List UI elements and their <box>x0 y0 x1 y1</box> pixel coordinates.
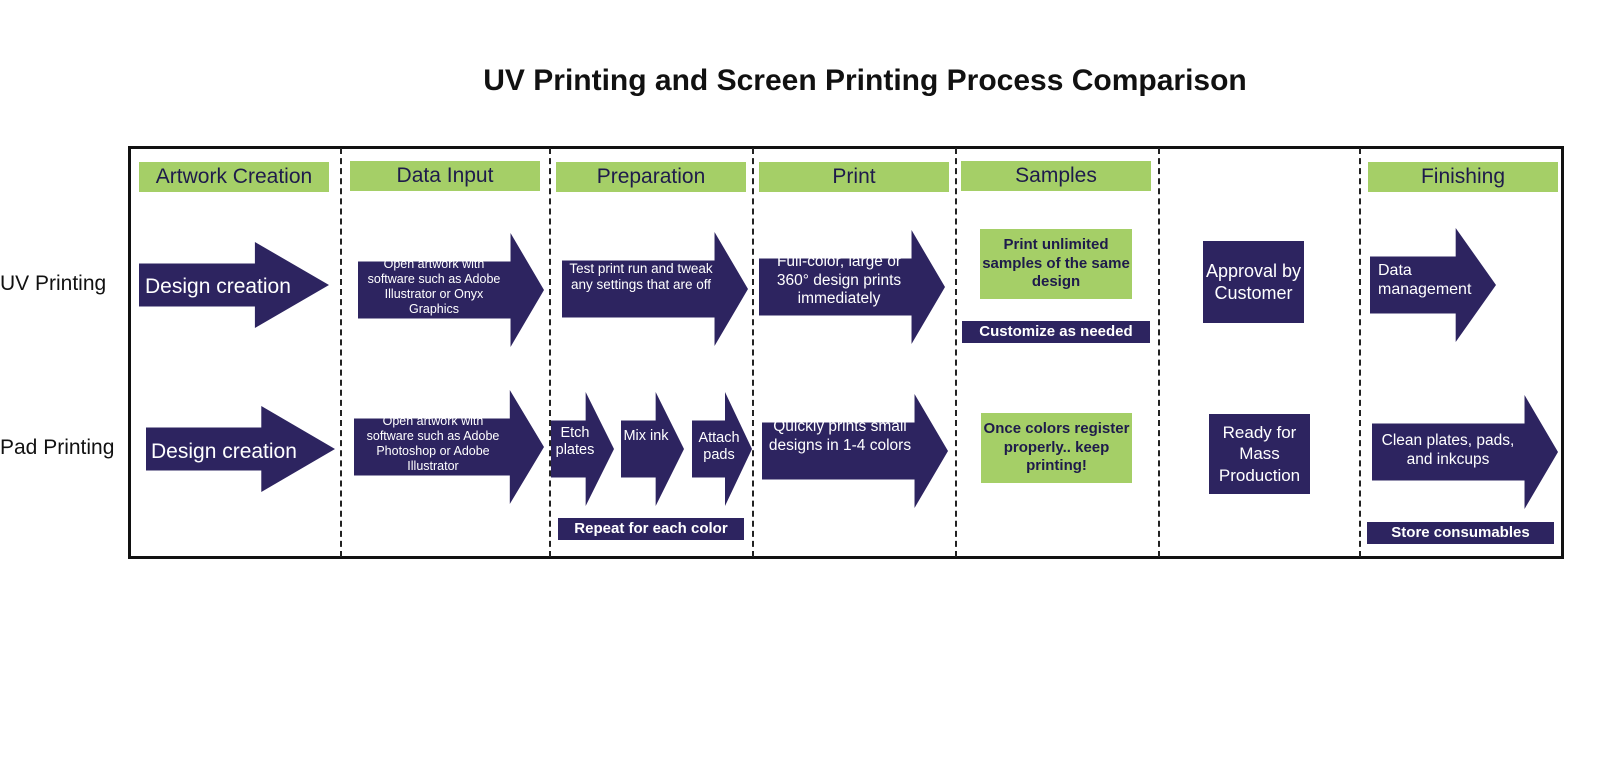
pad-mass-production-box: Ready for Mass Production <box>1209 414 1310 494</box>
comparison-frame <box>128 146 1564 559</box>
pad-samples-box: Once colors register properly.. keep pri… <box>981 413 1132 483</box>
row-label-pad-printing: Pad Printing <box>0 436 115 459</box>
header-preparation: Preparation <box>556 162 746 192</box>
uv-preparation-label: Test print run and tweak any settings th… <box>569 261 713 293</box>
row-label-uv-printing: UV Printing <box>0 272 107 295</box>
uv-customize-box: Customize as needed <box>962 321 1150 343</box>
pad-store-box: Store consumables <box>1367 522 1554 544</box>
header-print: Print <box>759 162 949 192</box>
diagram-title: UV Printing and Screen Printing Process … <box>483 64 1247 97</box>
uv-approval-box: Approval by Customer <box>1203 241 1304 323</box>
column-divider <box>1359 148 1361 557</box>
pad-finishing-label: Clean plates, pads, and inkcups <box>1381 432 1515 468</box>
column-divider <box>752 148 754 557</box>
column-divider <box>549 148 551 557</box>
column-divider <box>955 148 957 557</box>
pad-data-input-label: Open artwork with software such as Adobe… <box>366 414 500 473</box>
pad-etch-label: Etch plates <box>555 425 595 459</box>
uv-samples-box: Print unlimited samples of the same desi… <box>980 229 1132 299</box>
header-data-input: Data Input <box>350 161 540 191</box>
header-samples: Samples <box>961 161 1151 191</box>
pad-repeat-box: Repeat for each color <box>558 518 744 540</box>
uv-finishing-label: Data management <box>1378 262 1472 299</box>
uv-design-label: Design creation <box>145 275 291 298</box>
header-artwork-creation: Artwork Creation <box>139 162 329 192</box>
pad-attach-label: Attach pads <box>698 430 740 464</box>
pad-design-label: Design creation <box>151 440 297 463</box>
uv-print-label: Full-color, large or 360° design prints … <box>776 253 902 308</box>
column-divider <box>1158 148 1160 557</box>
header-finishing: Finishing <box>1368 162 1558 192</box>
pad-print-label: Quickly prints small designs in 1-4 colo… <box>768 418 912 454</box>
uv-data-input-label: Open artwork with software such as Adobe… <box>367 257 501 316</box>
column-divider <box>340 148 342 557</box>
pad-mix-label: Mix ink <box>623 428 669 444</box>
